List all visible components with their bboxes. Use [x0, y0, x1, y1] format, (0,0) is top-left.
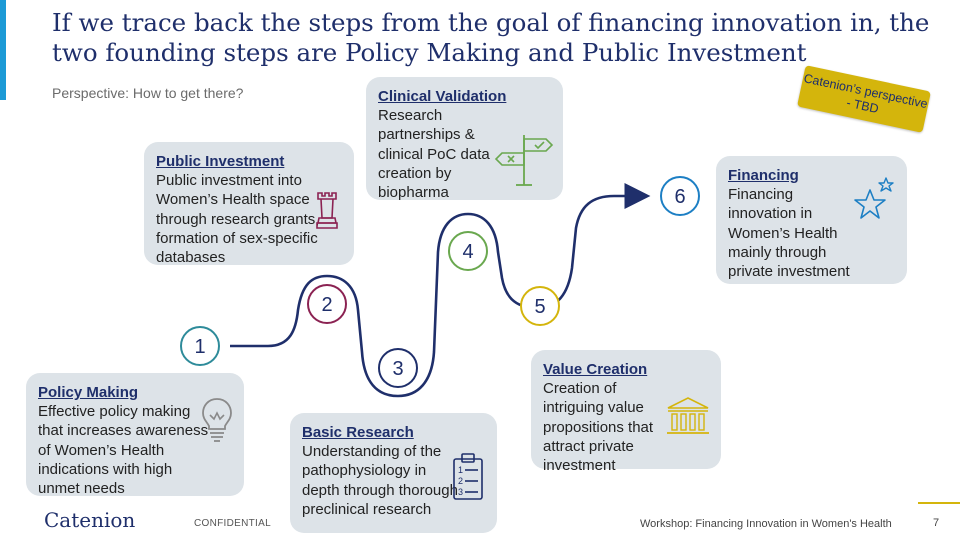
accent-bar: [0, 0, 6, 100]
step-circle-1: 1: [180, 326, 220, 366]
step-card-title: Basic Research: [302, 424, 414, 441]
step-card-title: Policy Making: [38, 384, 139, 401]
stars-icon: [854, 177, 894, 219]
step-card-text: Public investment into Women’s Health sp…: [156, 172, 320, 267]
step-circle-3: 3: [378, 348, 418, 388]
page-title: If we trace back the steps from the goal…: [52, 8, 930, 67]
bank-icon: [667, 397, 709, 434]
step-card-basic-research: Basic Research Understanding of the path…: [290, 413, 497, 533]
catenion-logo: Catenion: [44, 508, 136, 532]
step-circle-2: 2: [307, 284, 347, 324]
step-card-title: Financing: [728, 167, 799, 184]
confidential-label: CONFIDENTIAL: [194, 518, 271, 529]
step-number-6: 6: [674, 186, 685, 208]
step-card-clinical-validation: Clinical Validation Research partnership…: [366, 77, 563, 202]
footer-accent-line: [918, 502, 960, 504]
workshop-label: Workshop: Financing Innovation in Women'…: [640, 518, 892, 530]
signpost-icon: [494, 135, 554, 186]
step-card-financing: Financing Financing innovation in Women’…: [716, 156, 907, 284]
lightbulb-icon: [202, 398, 232, 442]
step-number-1: 1: [194, 336, 205, 358]
step-card-policy-making: Policy Making Effective policy making th…: [26, 373, 244, 498]
step-card-title: Public Investment: [156, 153, 285, 170]
step-card-text: Research partnerships & clinical PoC dat…: [378, 107, 490, 202]
step-circle-6: 6: [660, 176, 700, 216]
step-number-4: 4: [462, 241, 473, 263]
step-number-3: 3: [392, 358, 403, 380]
step-card-value-creation: Value Creation Creation of intriguing va…: [531, 350, 721, 474]
svg-text:3: 3: [458, 487, 463, 497]
step-number-2: 2: [321, 294, 332, 316]
step-card-title: Value Creation: [543, 361, 648, 378]
svg-text:2: 2: [458, 476, 463, 486]
svg-text:1: 1: [458, 465, 463, 475]
page-number: 7: [933, 517, 940, 529]
clipboard-list-icon: 1 2 3: [453, 453, 483, 500]
chess-rook-icon: [316, 192, 338, 229]
page-subtitle: Perspective: How to get there?: [52, 85, 244, 101]
step-circle-4: 4: [448, 231, 488, 271]
step-card-text: Financing innovation in Women’s Health m…: [728, 186, 850, 281]
step-card-title: Clinical Validation: [378, 88, 507, 105]
step-card-text: Effective policy making that increases a…: [38, 403, 209, 498]
step-number-5: 5: [534, 296, 545, 318]
step-card-text: Creation of intriguing value proposition…: [543, 380, 654, 475]
step-card-text: Understanding of the pathophysiology in …: [302, 443, 458, 518]
step-card-public-investment: Public Investment Public investment into…: [144, 142, 354, 267]
step-circle-5: 5: [520, 286, 560, 326]
